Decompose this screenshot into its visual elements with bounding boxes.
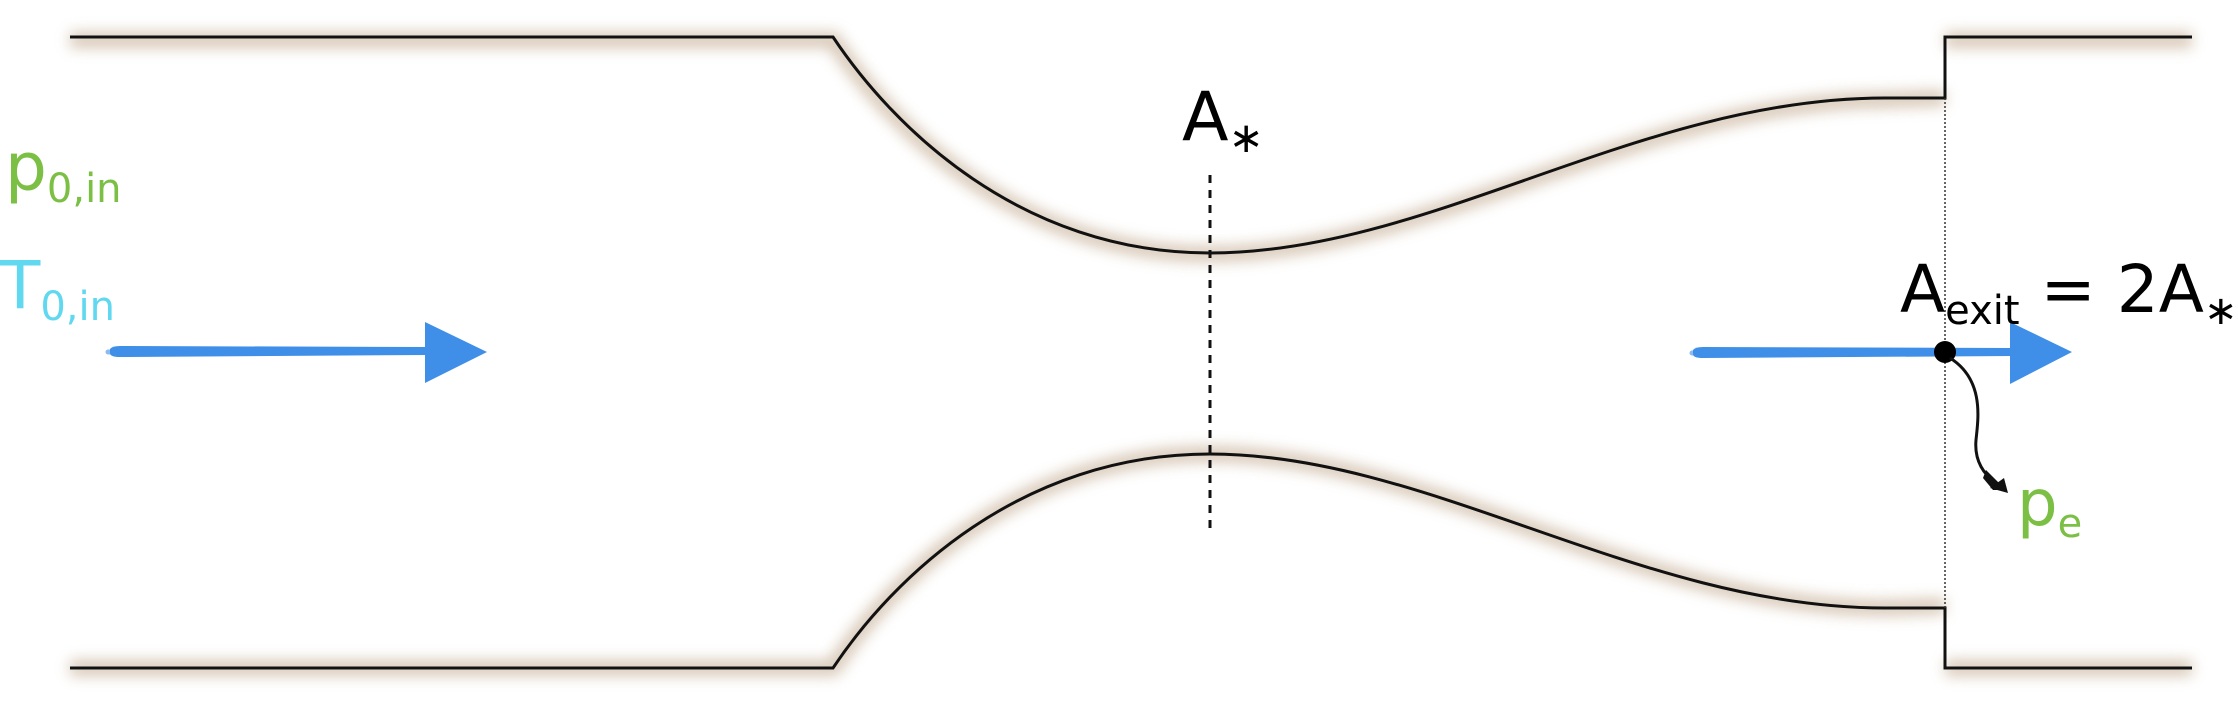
inlet-pressure-label: p0,in [5, 129, 122, 212]
exit-pressure-label: pe [2017, 467, 2082, 547]
outlet-flow-arrow [1689, 322, 2072, 384]
exit-area-label: Aexit = 2A∗ [1900, 251, 2237, 334]
inlet-flow-arrow [105, 322, 487, 383]
lower-nozzle-wall [70, 452, 2192, 670]
inlet-temperature-label: T0,in [0, 247, 115, 330]
exit-pressure-probe [1934, 341, 2008, 493]
throat-area-label: A∗ [1182, 78, 1264, 162]
upper-nozzle-wall [70, 35, 2192, 255]
